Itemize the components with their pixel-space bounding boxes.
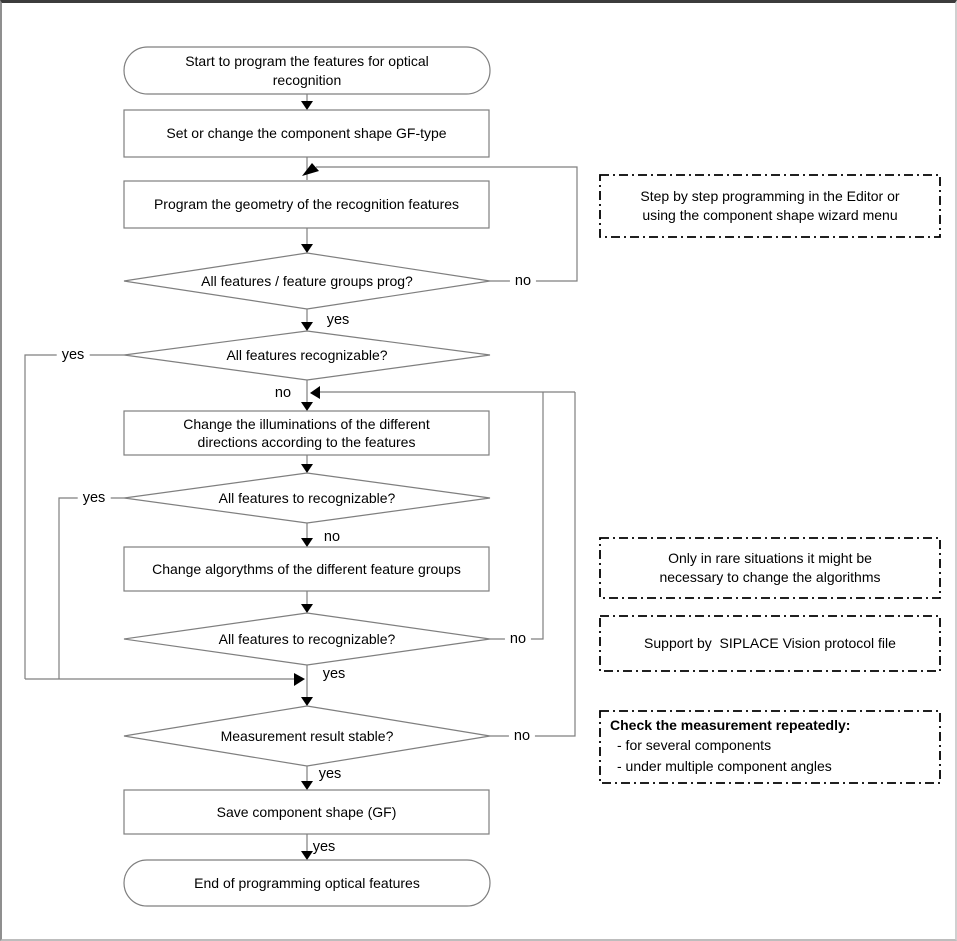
process-save-node: Save component shape (GF) [129, 791, 484, 833]
note-rare-situations-text: Only in rare situations it might be nece… [659, 550, 881, 585]
note-rare-situations-border [599, 537, 941, 599]
note-siplace-support-text: Support by SIPLACE Vision protocol file [644, 635, 896, 652]
note-check-measurement-item-1: - for several components [617, 737, 772, 754]
decision-measurement-stable-label: Measurement result stable? [220, 727, 394, 744]
process-save-shape [123, 789, 490, 835]
junction-arrow-measurement-entry [294, 673, 305, 686]
process-change-illuminations-node: Change the illuminations of the differen… [129, 412, 484, 454]
note-check-measurement: Check the measurement repeatedly: - for … [610, 715, 934, 776]
loop-yes-recognizable [24, 354, 124, 679]
flowchart-canvas [24, 46, 941, 907]
edge-label-yes-to-recognizable-2: yes [322, 666, 346, 682]
process-set-shape [123, 109, 490, 158]
decision-to-recognizable-2-shape [123, 612, 491, 666]
edge-label-no-to-recognizable-1: no [323, 529, 341, 545]
process-program-geometry-shape [123, 180, 490, 229]
note-editor-wizard-border [599, 174, 941, 238]
note-siplace-support: Support by SIPLACE Vision protocol file [600, 616, 940, 671]
decision-measurement-stable-shape [123, 705, 491, 767]
decision-to-recognizable-2-node: All features to recognizable? [142, 618, 472, 660]
terminal-end: End of programming optical features [134, 862, 480, 904]
arrowheads [294, 101, 320, 860]
edge-label-no-to-recognizable-2: no [504, 631, 532, 647]
edge-label-yes-measurement: yes [318, 766, 342, 782]
decision-features-prog-shape [123, 252, 491, 310]
decision-features-recognizable-node: All features recognizable? [142, 334, 472, 376]
edge-label-yes-features-prog: yes [326, 312, 350, 328]
note-check-measurement-title: Check the measurement repeatedly: [610, 717, 851, 733]
note-rare-situations: Only in rare situations it might be nece… [600, 538, 940, 598]
terminal-start-label: Start to program the features for optica… [185, 53, 429, 88]
decision-features-prog-node: All features / feature groups prog? [142, 259, 472, 303]
decision-to-recognizable-1-node: All features to recognizable? [142, 477, 472, 519]
process-change-algorithms-shape [123, 546, 490, 592]
loop-no-measurement [490, 392, 576, 737]
terminal-start: Start to program the features for optica… [134, 50, 480, 91]
note-editor-wizard: Step by step programming in the Editor o… [600, 175, 940, 237]
decision-features-recognizable-shape [123, 330, 491, 381]
process-set-shape-node: Set or change the component shape GF-typ… [129, 112, 484, 155]
decision-measurement-stable-node: Measurement result stable? [142, 715, 472, 757]
process-change-illuminations-label: Change the illuminations of the differen… [183, 415, 430, 450]
terminal-end-shape [123, 859, 491, 907]
process-save-label: Save component shape (GF) [216, 803, 397, 820]
note-editor-wizard-text: Step by step programming in the Editor o… [640, 188, 904, 223]
edge-label-no-features-prog: no [509, 273, 537, 289]
process-change-algorithms-label: Change algorythms of the different featu… [152, 560, 461, 577]
process-program-geometry-label: Program the geometry of the recognition … [153, 196, 460, 213]
terminal-start-shape [123, 46, 491, 95]
terminal-end-label: End of programming optical features [194, 874, 420, 891]
edge-label-yes-to-recognizable-1: yes [77, 490, 111, 506]
note-check-measurement-border [599, 710, 941, 784]
decision-to-recognizable-2-label: All features to recognizable? [218, 630, 396, 647]
process-change-illuminations-shape [123, 410, 490, 456]
process-set-shape-label: Set or change the component shape GF-typ… [166, 125, 447, 142]
edge-label-yes-recognizable: yes [56, 347, 90, 363]
note-check-measurement-item-2: - under multiple component angles [617, 757, 832, 774]
junction-arrow-illuminations-entry [310, 386, 320, 399]
loop-no-to-recognizable-2 [490, 392, 544, 640]
process-program-geometry-node: Program the geometry of the recognition … [129, 183, 484, 226]
junction-arrow-geometry-entry [302, 163, 319, 176]
decision-to-recognizable-1-shape [123, 472, 491, 524]
decision-features-prog-label: All features / feature groups prog? [201, 272, 413, 289]
process-change-algorithms-node: Change algorythms of the different featu… [129, 548, 484, 590]
edge-label-yes-save: yes [312, 839, 336, 855]
decision-to-recognizable-1-label: All features to recognizable? [218, 489, 396, 506]
note-siplace-support-border [599, 615, 941, 672]
edge-label-no-recognizable: no [274, 385, 292, 401]
loop-yes-to-recognizable-1 [58, 497, 124, 679]
decision-features-recognizable-label: All features recognizable? [226, 346, 388, 363]
edge-label-no-measurement: no [508, 728, 536, 744]
